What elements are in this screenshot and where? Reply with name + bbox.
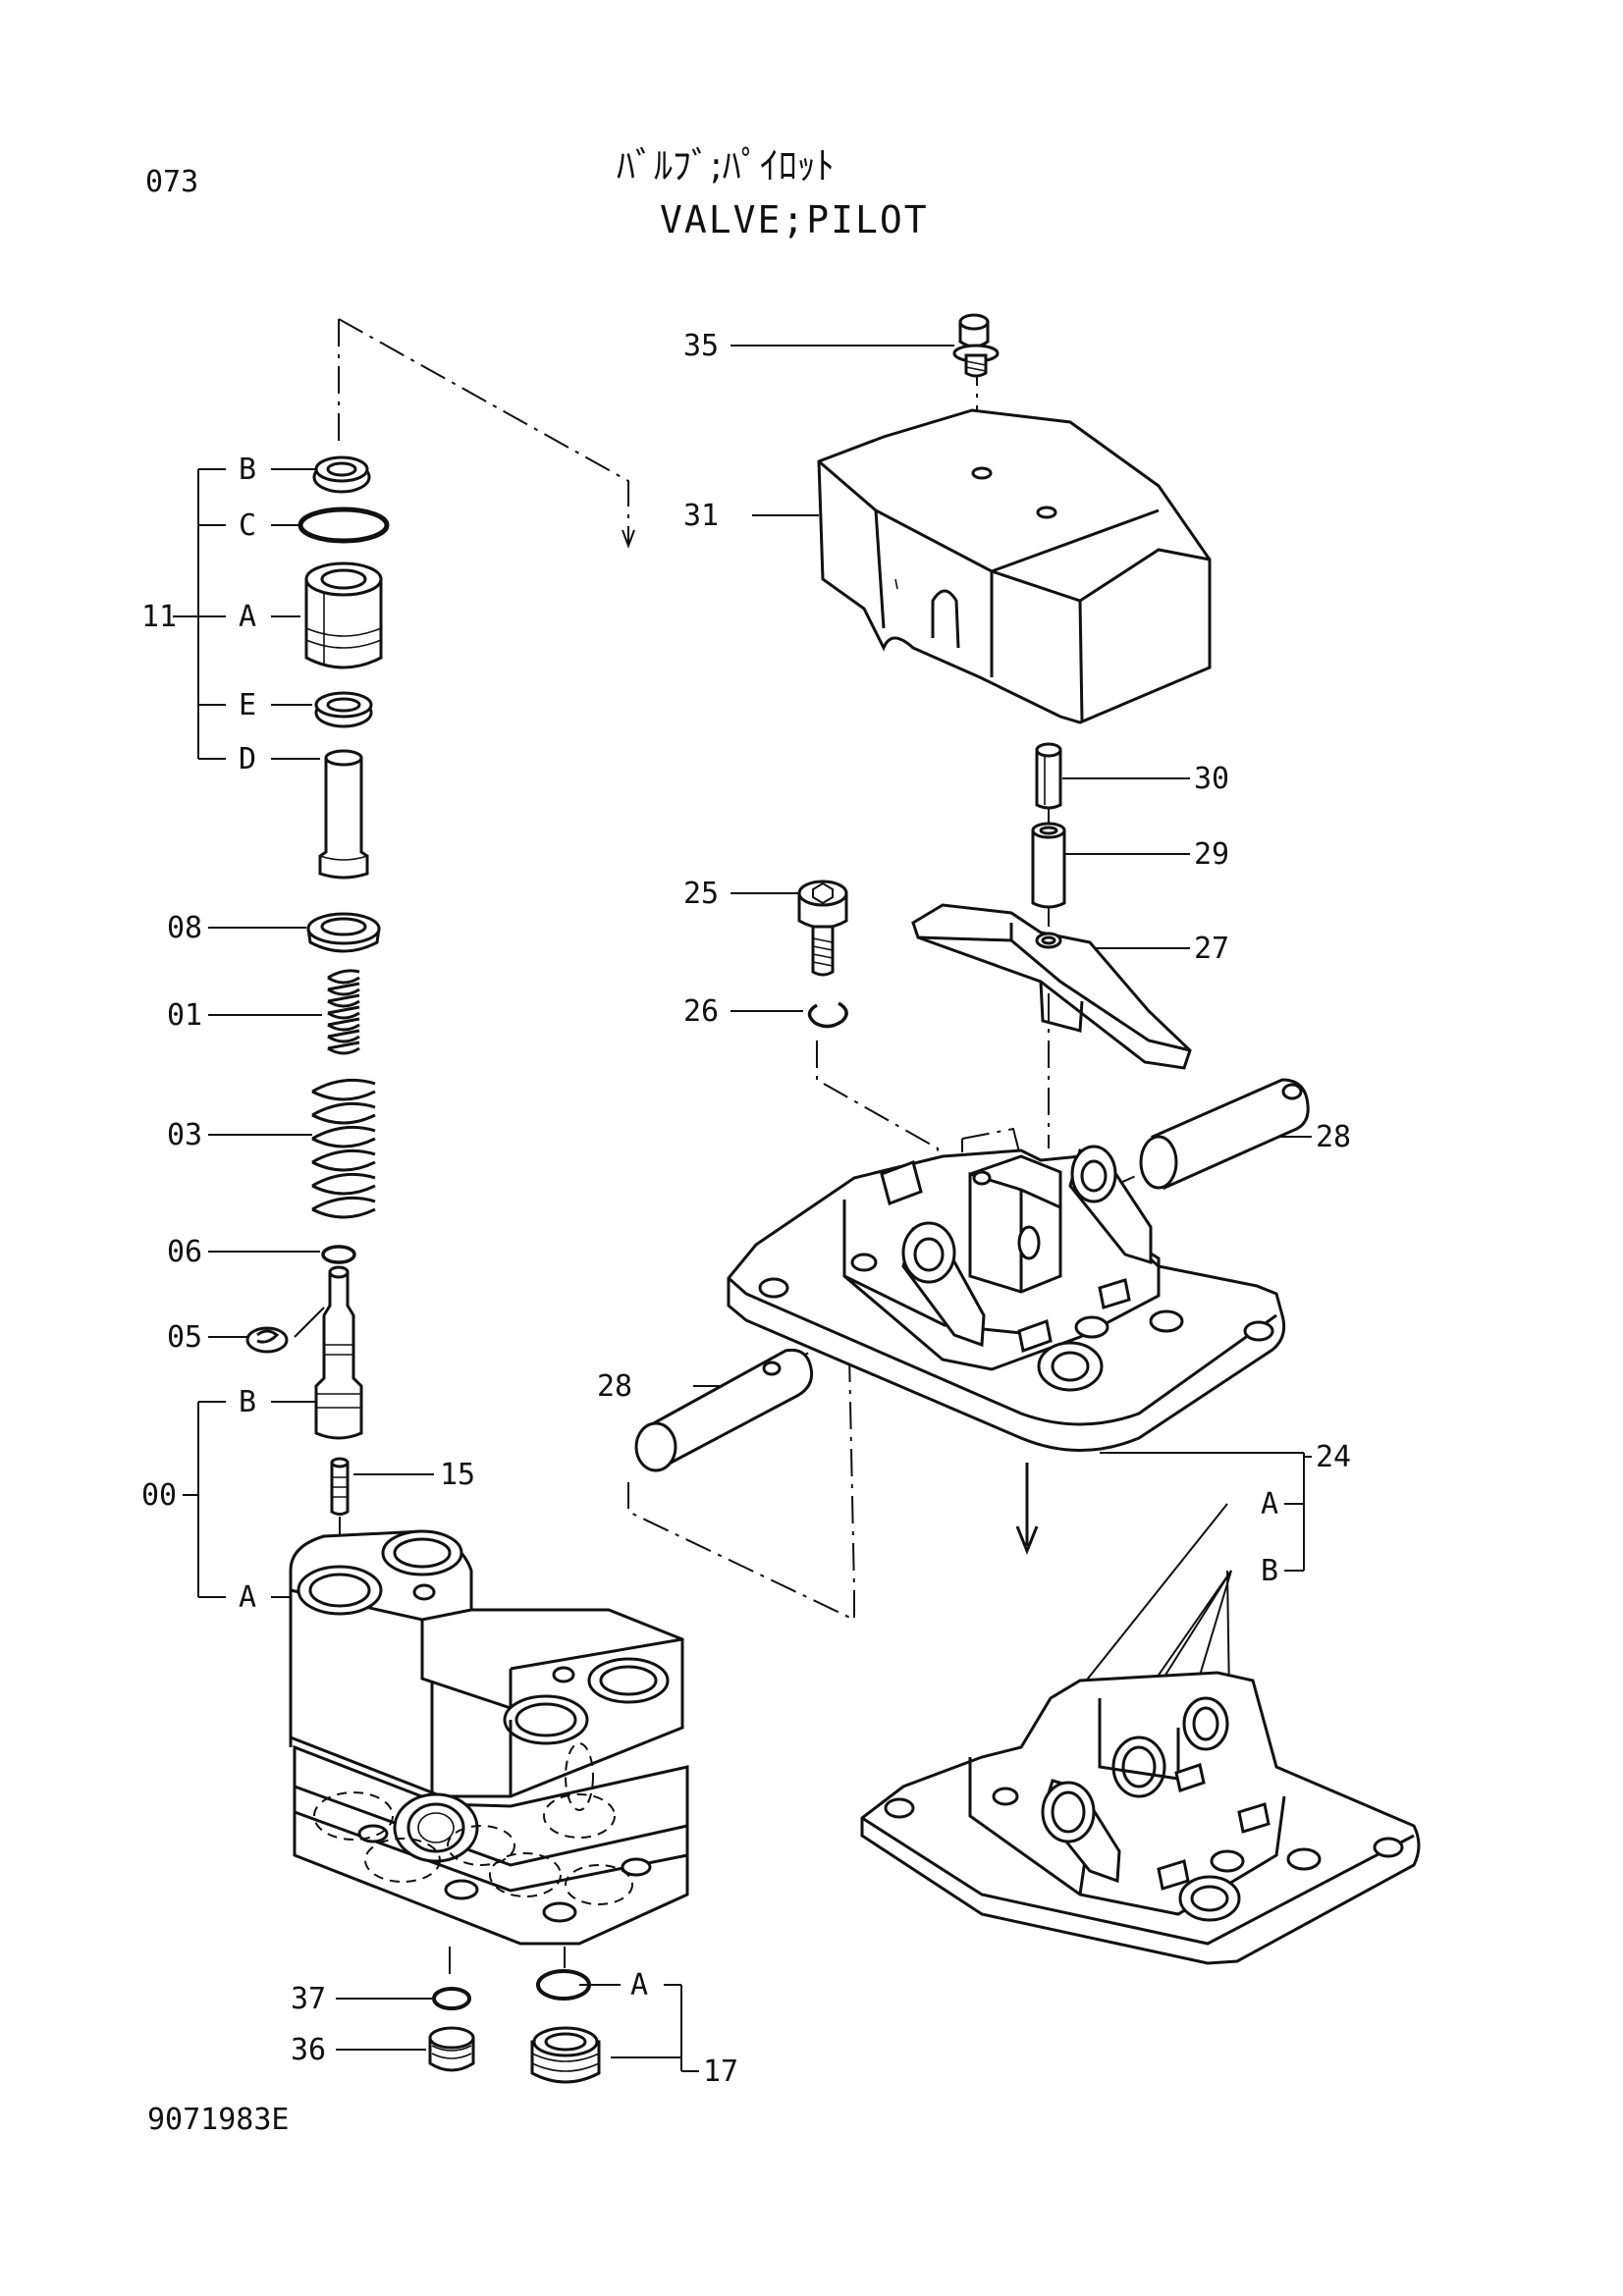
- part-30-pin: [1035, 742, 1062, 810]
- callout-01: 01: [167, 998, 202, 1033]
- callout-15: 15: [440, 1458, 475, 1492]
- part-28-pin-right: [1139, 1078, 1310, 1191]
- callout-06: 06: [167, 1235, 202, 1269]
- callout-17a: A: [630, 1968, 648, 2002]
- callout-03: 03: [167, 1118, 202, 1152]
- callout-35: 35: [683, 329, 719, 363]
- part-25-cap-screw: [797, 880, 848, 977]
- callout-24: 24: [1316, 1440, 1351, 1474]
- callout-11b: B: [239, 453, 256, 487]
- part-31-cover: [817, 408, 1212, 724]
- page-number: 073: [145, 165, 199, 199]
- part-17-plug: [530, 2026, 601, 2084]
- callout-00b: B: [239, 1385, 256, 1419]
- part-00a-valve-casing: [289, 1529, 689, 1946]
- callout-36: 36: [291, 2033, 326, 2067]
- part-05-clip: [245, 1326, 289, 1354]
- title-japanese: ﾊﾞﾙﾌﾞ;ﾊﾟｲﾛｯﾄ: [617, 144, 835, 187]
- part-00b-spool: [294, 1265, 363, 1440]
- callout-24b: B: [1261, 1554, 1278, 1588]
- callout-00a: A: [239, 1580, 256, 1615]
- part-03-outer-spring: [311, 1078, 376, 1219]
- part-28-pin-left: [634, 1348, 814, 1472]
- part-24-plate-exploded: [727, 1145, 1286, 1452]
- callout-24a: A: [1261, 1487, 1278, 1522]
- callout-05: 05: [167, 1320, 202, 1355]
- callout-28-left: 28: [597, 1369, 632, 1404]
- callout-29: 29: [1194, 837, 1229, 872]
- callout-00: 00: [141, 1478, 177, 1513]
- title-english: VALVE;PILOT: [660, 198, 929, 241]
- callout-25: 25: [683, 877, 719, 911]
- callout-11e: E: [239, 688, 256, 722]
- part-11e-washer: [314, 691, 373, 728]
- part-37-o-ring: [432, 1987, 471, 2010]
- callout-28-right: 28: [1316, 1120, 1351, 1154]
- part-26-snap-ring: [807, 1001, 848, 1029]
- part-11d-plunger: [318, 749, 369, 880]
- callout-08: 08: [167, 911, 202, 945]
- callout-17: 17: [703, 2055, 738, 2089]
- callout-37: 37: [291, 1982, 326, 2016]
- part-27-lever: [911, 903, 1192, 1070]
- part-11c-o-ring: [298, 507, 390, 544]
- part-35-bolt: [952, 313, 1000, 378]
- part-36-plug: [428, 2026, 475, 2072]
- left-stack-leaders: [173, 468, 699, 2072]
- callout-31: 31: [683, 499, 719, 533]
- left-stack-assembly-lines: [338, 318, 635, 1975]
- callout-11d: D: [239, 742, 256, 776]
- part-06-washer: [321, 1245, 356, 1264]
- callout-labels: 11 B C A E D 08 01 03 06 05 00 B A 15 37…: [141, 329, 1351, 2089]
- part-01-inner-spring: [327, 969, 360, 1055]
- callout-30: 30: [1194, 762, 1229, 796]
- callout-11c: C: [239, 508, 256, 543]
- drawing-number: 9071983E: [147, 2103, 290, 2137]
- callout-11a: A: [239, 600, 256, 634]
- part-11b-seal: [312, 455, 371, 494]
- callout-26: 26: [683, 994, 719, 1029]
- part-29-sleeve: [1031, 822, 1066, 909]
- callout-27: 27: [1194, 932, 1229, 966]
- callout-11: 11: [141, 600, 177, 634]
- part-08-cap: [306, 912, 381, 953]
- part-15-pin: [330, 1457, 350, 1516]
- part-24-plate-assembled: [860, 1671, 1421, 1965]
- part-11a-bushing: [304, 561, 383, 669]
- part-17a-o-ring: [536, 1969, 591, 2001]
